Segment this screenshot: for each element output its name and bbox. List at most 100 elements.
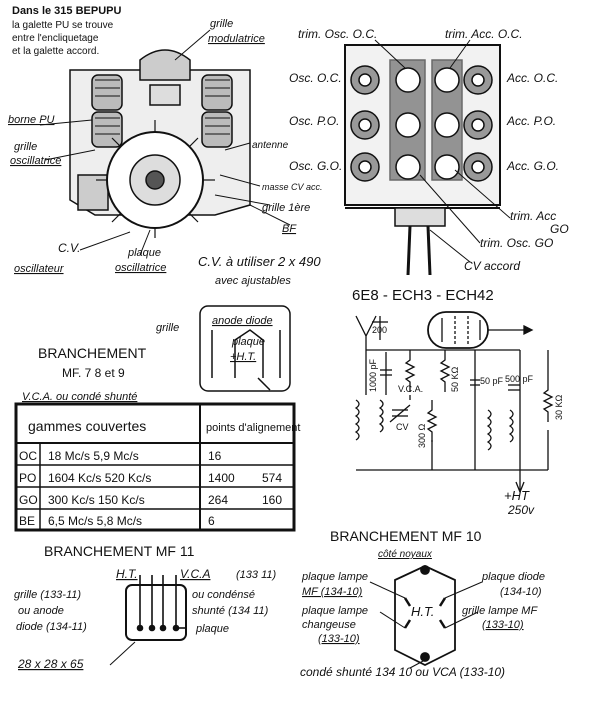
table-header-gammes: gammes couvertes [28,418,146,434]
mf10-connection [369,565,483,669]
mf10-plaque-diode-2: (134-10) [500,586,542,598]
label-grille-mod-1: grille [210,18,233,30]
mf11-labels: BRANCHEMENT MF 11 H.T. V.C.A (133 11) gr… [14,543,276,671]
label-trim-osc-go: trim. Osc. GO [480,236,553,250]
mf11-diode: diode (134-11) [16,621,87,633]
label-osc-go: Osc. G.O. [289,159,342,173]
table-row-code: GO [19,493,38,507]
note-line-2: la galette PU se trouve [12,20,114,31]
table-row-range: 6,5 Mc/s 5,8 Mc/s [48,514,142,528]
label-grille-1ere: grille 1ère [262,202,310,214]
mf11-vca-ref: (133 11) [236,569,276,581]
cv-note-2: avec ajustables [215,275,291,287]
mf789-labels: BRANCHEMENT MF. 7 8 et 9 grille anode di… [22,315,273,403]
mf11-ou-anode: ou anode [18,605,64,617]
mf789-anode-diode: anode diode [212,315,273,327]
label-cv-accord: CV accord [464,259,520,273]
tubes-title: 6E8 - ECH3 - ECH42 [352,287,494,304]
schem-ht-v: 250v [507,503,535,517]
schem-r50k: 50 KΩ [450,366,460,392]
mf789-vca: V.C.A. ou condé shunté [22,391,137,403]
label-trim-acc-go-1: trim. Acc [510,209,556,223]
mf789-grille: grille [156,322,179,334]
mf11-shunte: shunté (134 11) [192,605,269,617]
note-line-1: Dans le 315 BEPUPU [12,5,121,17]
label-oscillateur: oscillateur [14,263,65,275]
mf10-plaque-lampe-ch-1: plaque lampe [301,605,368,617]
mf11-plaque: plaque [195,623,229,635]
table-row-range: 18 Mc/s 5,9 Mc/s [48,449,139,463]
label-grille-osc-2: oscillatrice [10,155,61,167]
mf10-title: BRANCHEMENT MF 10 [330,528,482,544]
table-header-points: points d'alignement [206,422,300,434]
schem-c50: 50 pF [480,376,504,386]
alignment-table [14,402,296,532]
schem-c200: 200 [372,325,387,335]
label-plaque-osc: oscillatrice [115,262,166,274]
label-grille-osc-1: grille [14,141,37,153]
table-row-code: BE [19,514,35,528]
label-antenne: antenne [252,140,289,151]
label-acc-go: Acc. G.O. [506,159,559,173]
mf10-ht: H.T. [411,604,434,619]
cv-note-1: C.V. à utiliser 2 x 490 [198,254,321,269]
mf11-connection [109,575,187,666]
table-row-range: 300 Kc/s 150 Kc/s [48,493,145,507]
alignment-table-text: gammes couvertes points d'alignement OC … [19,418,300,528]
tube-schematic [354,311,554,494]
mf789-plaque: plaque [231,336,265,348]
label-masse-cv: masse CV acc. [262,182,323,192]
mf10-labels: BRANCHEMENT MF 10 côté noyaux plaque lam… [300,528,545,679]
mf11-ou-condens: ou condénsé [192,589,255,601]
note-line-3: entre l'encliquetage [12,33,99,44]
mf10-plaque-lampe-ch-3: (133-10) [318,633,360,645]
mf10-cote-noyaux: côté noyaux [378,549,433,560]
mf11-title: BRANCHEMENT MF 11 [44,543,195,559]
coil-block [344,39,511,276]
mf10-grille-lampe-2: (133-10) [482,619,524,631]
label-trim-osc-oc: trim. Osc. O.C. [298,27,377,41]
table-row-point-1: 264 [208,493,228,507]
label-osc-po: Osc. P.O. [289,114,339,128]
galette-drawing [39,29,291,256]
table-row-range: 1604 Kc/s 520 Kc/s [48,471,151,485]
label-bf: BF [282,223,297,235]
table-row-point-2: 574 [262,471,282,485]
mf10-grille-lampe-1: grille lampe MF [462,605,538,617]
mf11-dims: 28 x 28 x 65 [17,657,84,671]
mf10-bottom: condé shunté 134 10 ou VCA (133-10) [300,665,505,679]
label-trim-acc-go-2: GO [550,222,569,236]
mf11-grille: grille (133-11) [14,589,81,601]
mf10-plaque-lampe-ch-2: changeuse [302,619,356,631]
schem-vca: V.C.A. [398,384,423,394]
label-osc-oc: Osc. O.C. [289,71,342,85]
schematic-labels: 200 1000 pF V.C.A. 300 Ω 50 KΩ 50 pF 500… [368,325,564,517]
table-row-point-2: 160 [262,493,282,507]
schem-cv: CV [396,422,409,432]
mf789-connection [199,305,291,392]
label-acc-oc: Acc. O.C. [506,71,558,85]
table-row-code: OC [19,449,37,463]
schem-r30k: 30 KΩ [554,394,564,420]
schem-r300: 300 Ω [417,423,427,448]
label-trim-acc-oc: trim. Acc. O.C. [445,27,523,41]
schem-c1000: 1000 pF [368,358,378,392]
mf11-vca: V.C.A [180,567,210,581]
mf789-ht: +H.T. [230,351,256,363]
table-row-code: PO [19,471,36,485]
coil-labels: trim. Osc. O.C. trim. Acc. O.C. Osc. O.C… [289,27,569,273]
mf10-plaque-lampe-mf-2: MF (134-10) [302,586,363,598]
label-cv: C.V. [58,241,80,255]
table-row-point-1: 16 [208,449,222,463]
mf789-title: BRANCHEMENT [38,345,147,361]
mf10-plaque-lampe-mf-1: plaque lampe [301,571,368,583]
label-acc-po: Acc. P.O. [506,114,556,128]
label-plaque: plaque [127,247,161,259]
label-borne-pu: borne PU [8,114,55,126]
mf11-ht: H.T. [116,567,138,581]
schem-ht: +HT [504,488,530,503]
galette-labels: Dans le 315 BEPUPU la galette PU se trou… [8,5,323,287]
note-line-4: et la galette accord. [12,46,99,57]
table-row-point-1: 6 [208,514,215,528]
